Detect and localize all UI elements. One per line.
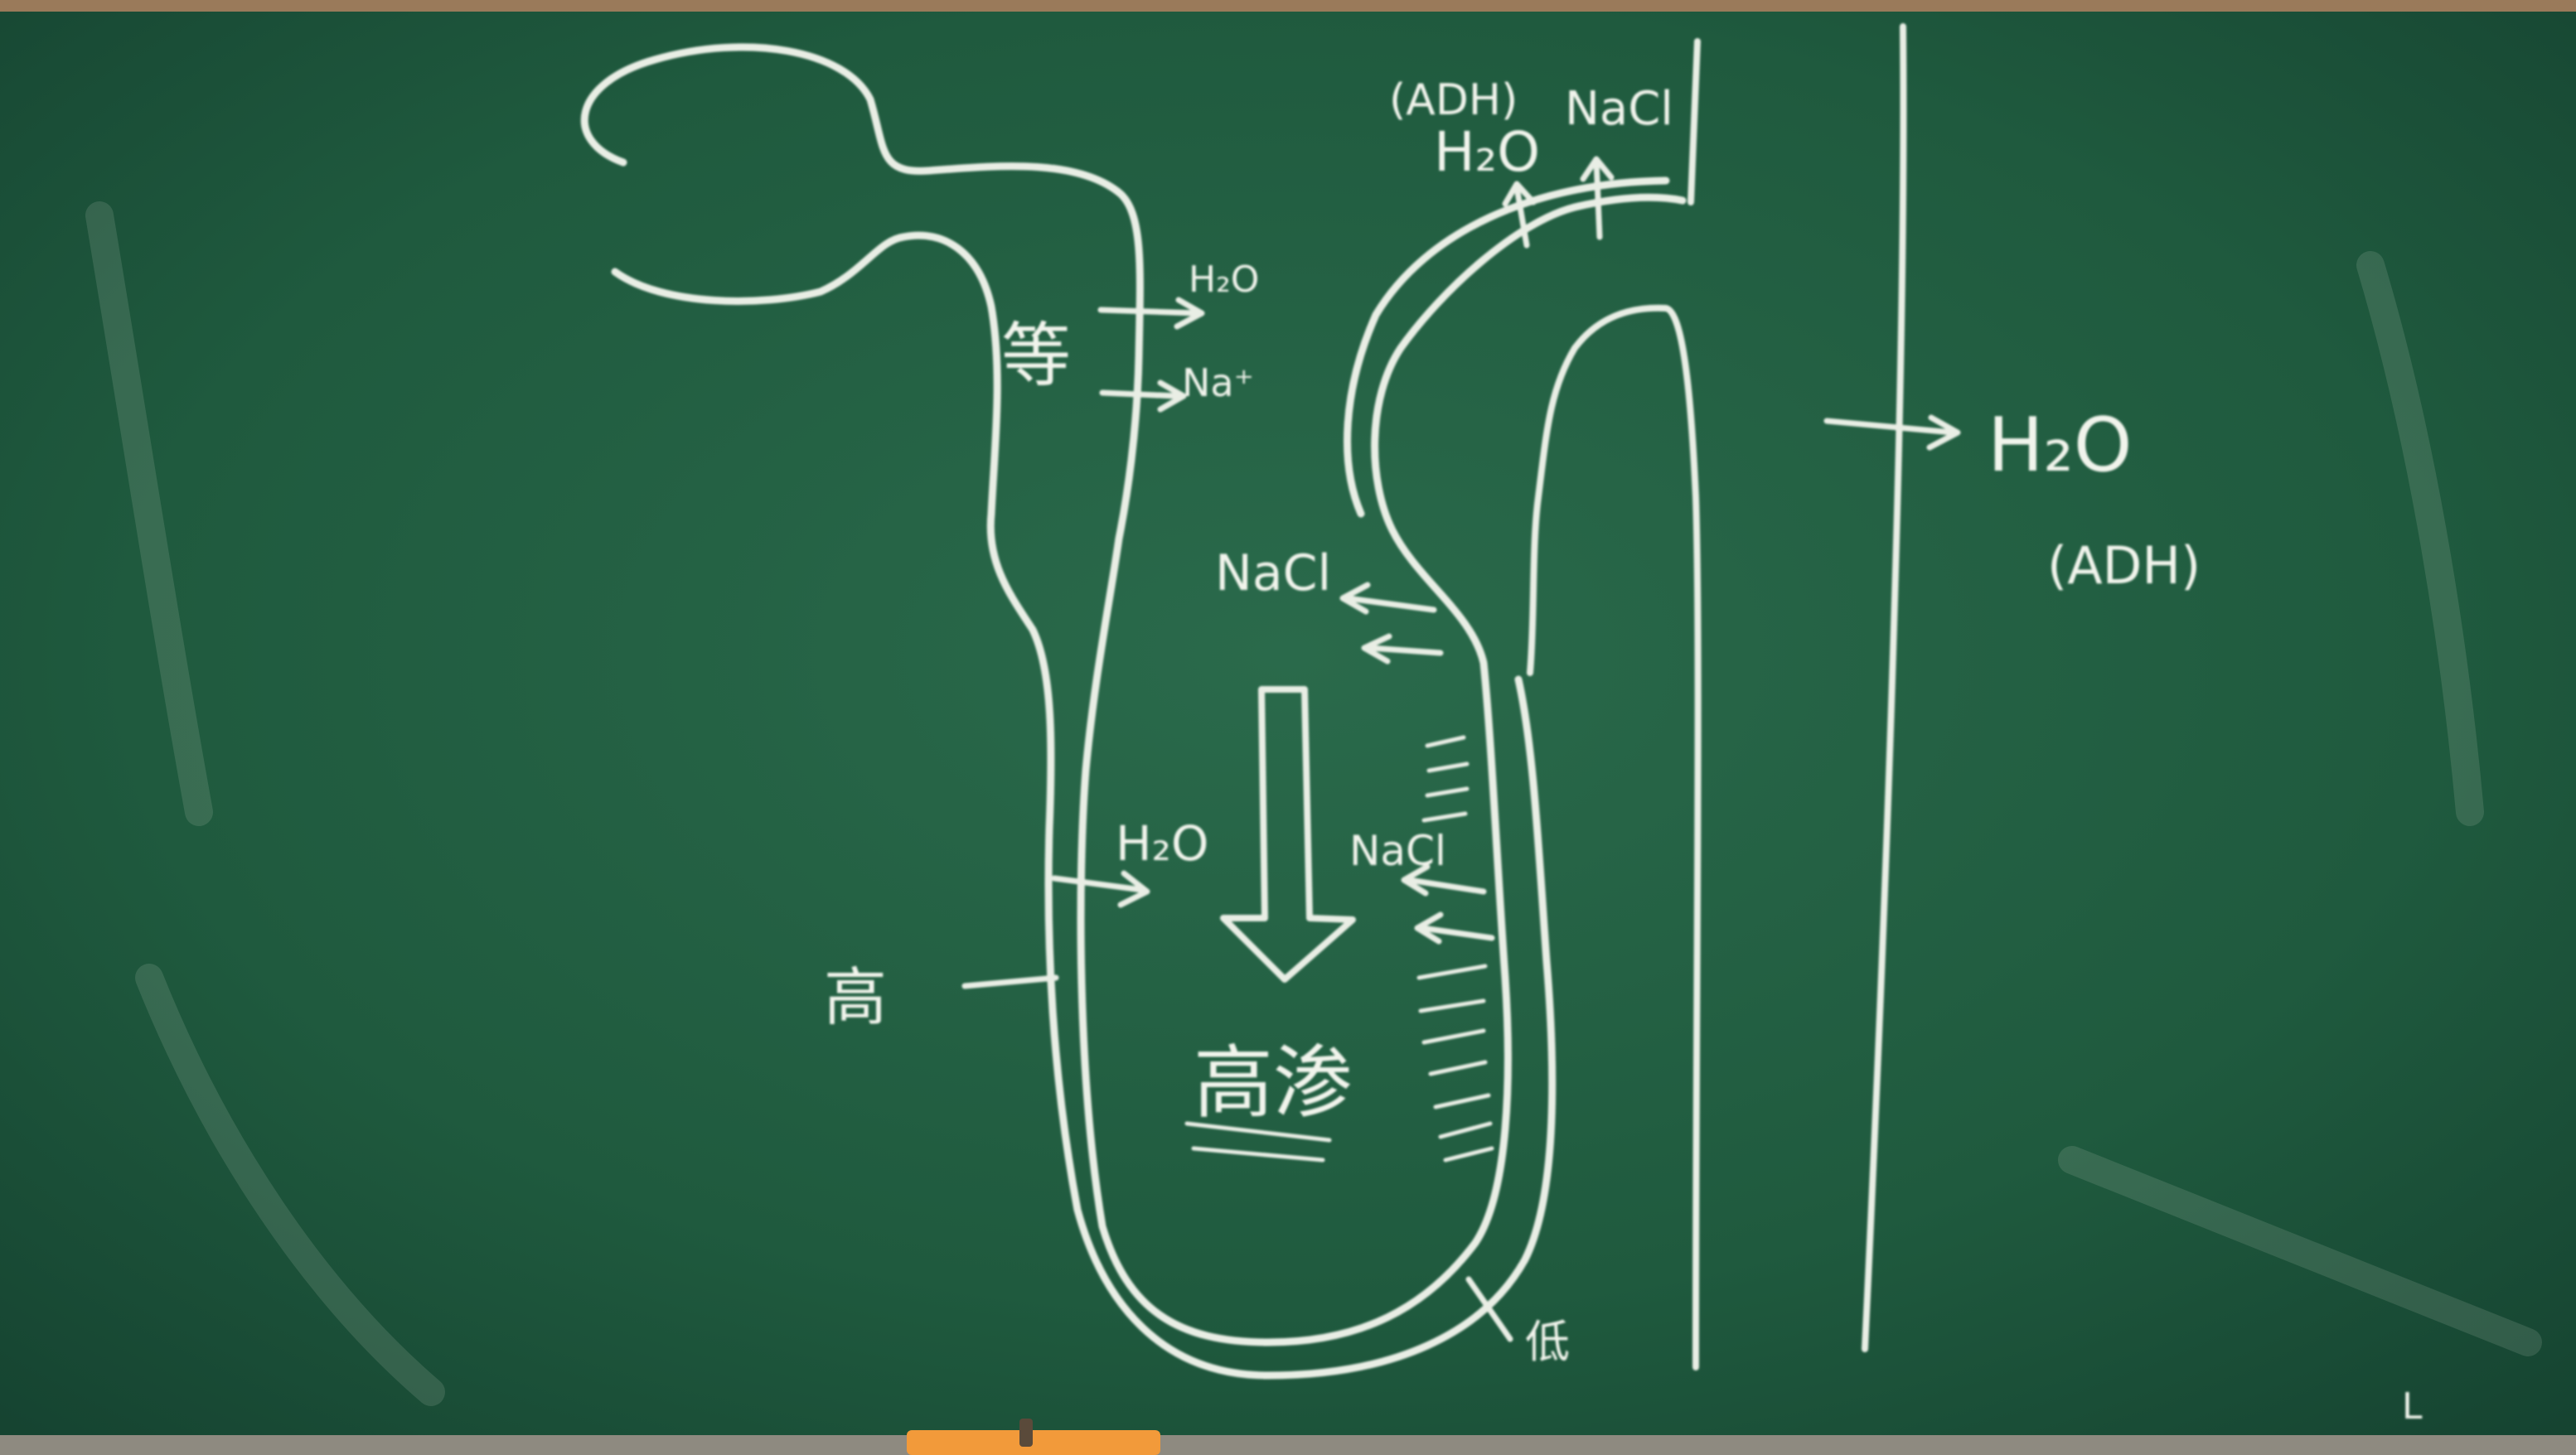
transport-arrows <box>961 156 1961 1342</box>
tray-marker-cap <box>1019 1419 1033 1447</box>
label-upper-glyph: 等 <box>1001 315 1071 396</box>
label-nacl-lower: NaCl <box>1349 827 1446 875</box>
label-upper-h2o: H₂O <box>1189 259 1259 301</box>
nephron-tubule <box>580 43 1687 1380</box>
label-distal-nacl: NaCl <box>1565 82 1673 136</box>
label-distal-adh: (ADH) <box>1389 75 1518 125</box>
label-corner-mark: L <box>2402 1385 2423 1428</box>
label-center-glyph: 高渗 <box>1194 1037 1353 1129</box>
collecting-duct-walls <box>1527 23 1907 1370</box>
center-underlines <box>1184 1121 1332 1163</box>
chalk-tray <box>0 1435 2576 1455</box>
eraser-smudges <box>85 201 2542 1406</box>
board-frame-top <box>0 0 2576 12</box>
label-collecting-adh: (ADH) <box>2047 535 2201 596</box>
tray-marker <box>907 1430 1160 1455</box>
label-upper-na: Na⁺ <box>1182 360 1254 405</box>
label-nacl-upper: NaCl <box>1215 544 1331 602</box>
label-distal-h2o: H₂O <box>1434 120 1540 184</box>
label-descending-glyph: 高 <box>824 960 887 1034</box>
label-collecting-h2o: H₂O <box>1988 402 2133 489</box>
ascending-hatch-marks <box>1416 735 1494 1163</box>
descending-flow-arrow <box>1220 686 1356 983</box>
label-descending-h2o: H₂O <box>1116 815 1209 872</box>
label-ascending-glyph: 低 <box>1525 1316 1570 1368</box>
